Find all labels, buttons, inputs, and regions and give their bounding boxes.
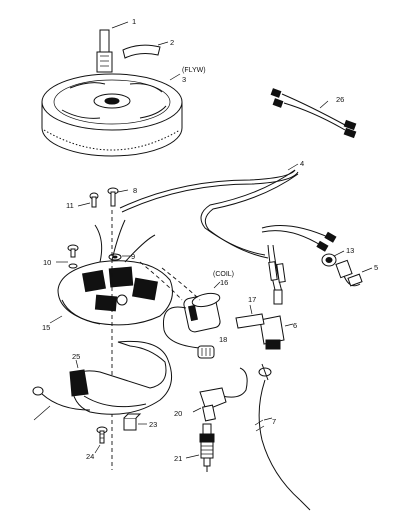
label-part-3-caption: (FLYW) <box>182 67 206 74</box>
part-21-spark-plug <box>185 423 215 472</box>
part-14-ground-strap <box>32 386 91 421</box>
label-part-16: 16 <box>220 278 228 287</box>
part-5-stop-switch <box>335 259 373 287</box>
label-part-16-caption: (COIL) <box>213 271 234 278</box>
label-part-2: 2 <box>170 38 174 47</box>
part-25-retainer-plate <box>69 340 173 415</box>
part-6-push-switch <box>259 315 294 350</box>
part-1-shaft-key <box>96 21 129 73</box>
label-part-17: 17 <box>248 295 256 304</box>
label-part-6: 6 <box>293 321 297 330</box>
label-part-23: 23 <box>149 420 157 429</box>
callout-labels: 1 2 (FLYW) 3 26 4 8 11 9 13 10 5 (COIL) … <box>42 17 378 463</box>
part-8-screw <box>107 187 129 207</box>
label-part-26: 26 <box>336 95 344 104</box>
label-part-3: 3 <box>182 75 186 84</box>
flywheel-ring-gear <box>43 129 181 151</box>
assembly-guide-lines <box>111 210 201 470</box>
part-13-nut <box>321 250 345 267</box>
label-part-15: 15 <box>42 323 50 332</box>
part-18-boot <box>197 345 215 359</box>
label-part-7: 7 <box>272 417 276 426</box>
label-part-11: 11 <box>66 201 74 210</box>
part-15-stator-plate <box>49 219 173 326</box>
label-part-10: 10 <box>43 258 51 267</box>
part-4-harness <box>119 163 337 305</box>
label-part-9: 9 <box>131 252 135 261</box>
label-part-13: 13 <box>346 246 354 255</box>
part-23-block <box>123 413 147 431</box>
label-part-8: 8 <box>133 186 137 195</box>
part-24-screw <box>94 426 108 454</box>
label-part-18: 18 <box>219 335 227 344</box>
part-2-key <box>122 41 169 59</box>
part-11-screw <box>77 192 99 208</box>
part-10-screws <box>56 244 79 269</box>
label-part-1: 1 <box>132 17 136 26</box>
part-26-jumper-wire <box>270 88 357 139</box>
label-part-24: 24 <box>86 452 94 461</box>
label-part-5: 5 <box>374 263 378 272</box>
label-part-25: 25 <box>72 352 80 361</box>
part-3-flywheel <box>41 73 183 157</box>
part-7-ground-wire <box>254 363 311 511</box>
part-17-clip <box>235 304 265 329</box>
label-part-21: 21 <box>174 454 182 463</box>
part-16-ignition-coil <box>162 281 221 349</box>
label-part-4: 4 <box>300 159 304 168</box>
part-20-plug-boot <box>192 367 248 422</box>
label-part-20: 20 <box>174 409 182 418</box>
